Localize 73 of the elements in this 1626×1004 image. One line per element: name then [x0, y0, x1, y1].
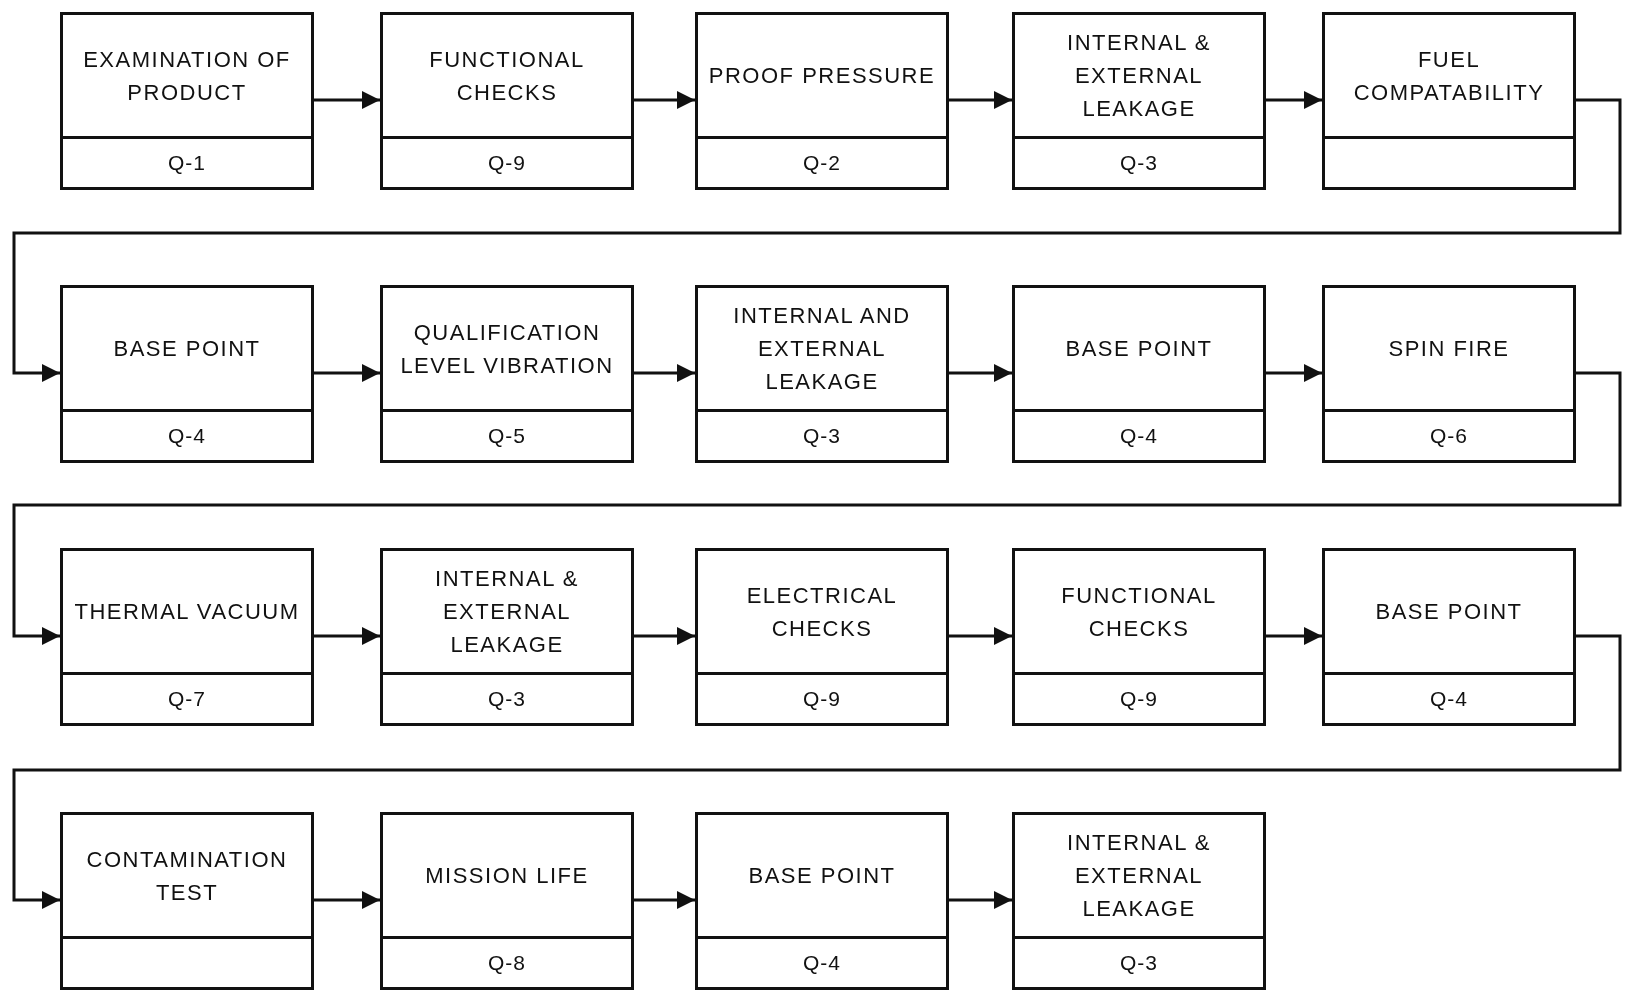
arrow: [949, 891, 1012, 909]
process-box: [1322, 548, 1576, 726]
process-box: [1012, 285, 1266, 463]
arrow: [1266, 364, 1322, 382]
test-code: Q-2: [803, 151, 841, 175]
process-box: [60, 812, 314, 990]
arrow: [314, 91, 380, 109]
process-box: [695, 548, 949, 726]
box-title: CONTAMINATION TEST: [85, 845, 289, 907]
arrow: [634, 891, 695, 909]
test-code: Q-9: [803, 687, 841, 711]
test-code: Q-4: [803, 951, 841, 975]
test-code: Q-3: [1120, 951, 1158, 975]
arrow: [12, 371, 1622, 645]
process-box: [695, 812, 949, 990]
arrow: [314, 627, 380, 645]
arrow: [949, 364, 1012, 382]
test-code: Q-7: [168, 687, 206, 711]
arrow: [634, 364, 695, 382]
test-code: Q-9: [1120, 687, 1158, 711]
process-box: [380, 812, 634, 990]
test-code: Q-6: [1430, 424, 1468, 448]
arrow: [949, 627, 1012, 645]
process-box: [695, 285, 949, 463]
test-code: Q-4: [168, 424, 206, 448]
arrow: [12, 634, 1622, 909]
process-box: [380, 548, 634, 726]
test-code: Q-1: [168, 151, 206, 175]
box-title: THERMAL VACUUM: [74, 598, 300, 626]
box-title: EXAMINATION OF PRODUCT: [82, 45, 292, 107]
arrow: [314, 891, 380, 909]
box-title: SPIN FIRE: [1388, 335, 1510, 363]
test-code: Q-4: [1120, 424, 1158, 448]
box-title: PROOF PRESSURE: [708, 62, 936, 90]
box-title: BASE POINT: [1375, 598, 1523, 626]
box-title: INTERNAL & EXTERNAL LEAKAGE: [434, 565, 580, 659]
arrow: [314, 364, 380, 382]
arrow: [634, 91, 695, 109]
box-title: FUNCTIONAL CHECKS: [428, 45, 586, 107]
process-box: [1322, 12, 1576, 190]
process-box: [1012, 548, 1266, 726]
process-box: [60, 285, 314, 463]
arrow: [949, 91, 1012, 109]
test-code: Q-3: [1120, 151, 1158, 175]
process-box: [380, 12, 634, 190]
box-title: BASE POINT: [1065, 335, 1213, 363]
arrow: [12, 98, 1622, 382]
box-title: ELECTRICAL CHECKS: [745, 581, 899, 643]
process-box: [60, 548, 314, 726]
process-box: [1012, 812, 1266, 990]
box-title: INTERNAL & EXTERNAL LEAKAGE: [1066, 29, 1212, 123]
process-box: [380, 285, 634, 463]
box-title: FUNCTIONAL CHECKS: [1060, 581, 1218, 643]
process-box: [1322, 285, 1576, 463]
test-code: Q-4: [1430, 687, 1468, 711]
arrow: [1266, 91, 1322, 109]
box-title: BASE POINT: [113, 335, 261, 363]
process-box: [695, 12, 949, 190]
box-title: INTERNAL & EXTERNAL LEAKAGE: [1066, 829, 1212, 923]
arrow: [634, 627, 695, 645]
test-code: Q-3: [803, 424, 841, 448]
arrow: [1266, 627, 1322, 645]
test-code: Q-3: [488, 687, 526, 711]
test-code: Q-5: [488, 424, 526, 448]
process-box: [1012, 12, 1266, 190]
box-title: FUEL COMPATABILITY: [1352, 45, 1546, 107]
box-title: INTERNAL AND EXTERNAL LEAKAGE: [732, 302, 912, 396]
test-code: Q-8: [488, 951, 526, 975]
box-title: MISSION LIFE: [425, 862, 589, 890]
box-title: BASE POINT: [748, 862, 896, 890]
box-title: QUALIFICATION LEVEL VIBRATION: [399, 318, 615, 380]
test-code: Q-9: [488, 151, 526, 175]
process-box: [60, 12, 314, 190]
